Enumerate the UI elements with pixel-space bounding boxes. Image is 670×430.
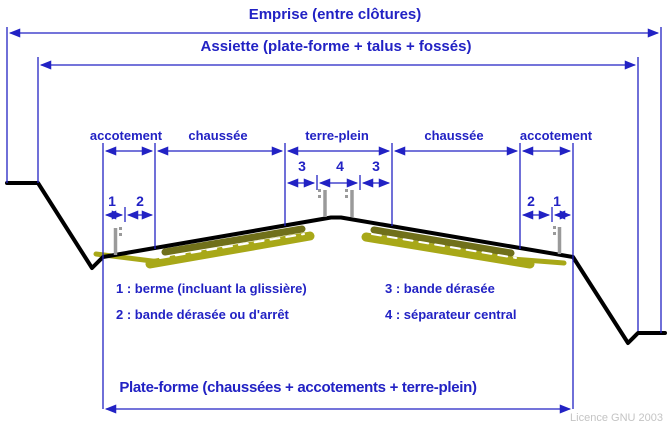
dim-number-2-left: 2	[136, 193, 144, 209]
dim-number-2-right: 2	[527, 193, 535, 209]
pavement-light-right	[361, 232, 535, 269]
terrain-profile-line	[5, 181, 667, 345]
berme-surfacing-right	[509, 256, 567, 266]
dimension-arrows	[8, 28, 660, 414]
legend-item-bande-arret: 2 : bande dérasée ou d'arrêt	[116, 307, 289, 322]
lane-marking-left	[159, 233, 305, 259]
dim-number-1-right: 1	[553, 193, 561, 209]
section-label-chaussee-right: chaussée	[424, 128, 484, 143]
dim-number-3-left: 3	[298, 158, 306, 174]
pavement-layers	[93, 225, 567, 269]
lane-marking-right	[371, 233, 517, 259]
dim-number-3-right: 3	[372, 158, 380, 174]
legend-item-bande-derasee: 3 : bande dérasée	[385, 281, 495, 296]
legend-item-berme: 1 : berme (incluant la glissière)	[116, 281, 307, 296]
title-plateforme: Plate-forme (chaussées + accotements + t…	[119, 379, 477, 396]
section-label-chaussee-left: chaussée	[188, 128, 248, 143]
legend-item-separateur: 4 : séparateur central	[385, 307, 517, 322]
dim-number-1-left: 1	[108, 193, 116, 209]
pavement-dark-left	[161, 225, 306, 256]
dim-number-4: 4	[336, 158, 344, 174]
extension-lines	[6, 27, 662, 409]
post-reflector-dots	[119, 189, 556, 236]
section-label-accotement-right: accotement	[519, 128, 593, 143]
section-label-accotement-left: accotement	[89, 128, 163, 143]
title-emprise: Emprise (entre clôtures)	[248, 6, 422, 23]
license-note: Licence GNU 2003	[570, 412, 663, 424]
pavement-light-left	[145, 231, 315, 269]
guardrail-posts	[113, 189, 562, 255]
pavement-dark-right	[370, 226, 515, 257]
section-label-terre-plein: terre-plein	[305, 128, 369, 143]
title-assiette: Assiette (plate-forme + talus + fossés)	[200, 38, 472, 55]
